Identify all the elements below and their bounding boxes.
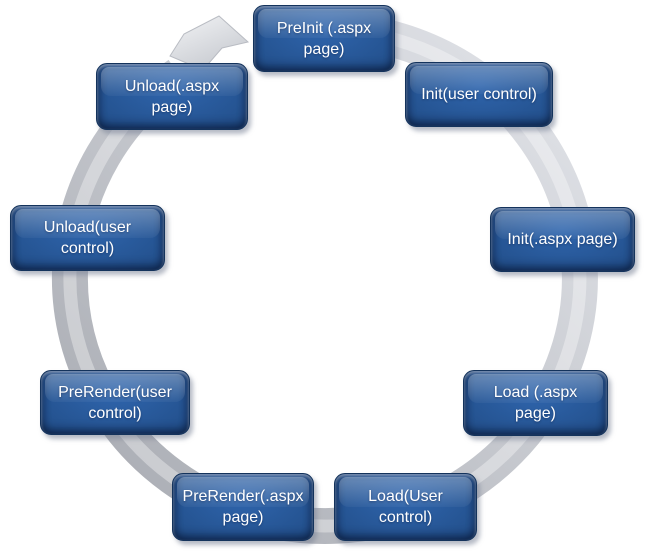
node-label: PreRender(.aspx page) (182, 488, 304, 526)
node-load-aspx: Load (.aspx page) (463, 370, 608, 436)
node-label: PreRender(user control) (58, 383, 172, 422)
node-load-user: Load(User control) (334, 473, 477, 541)
node-label: Load (.aspx page) (493, 384, 578, 422)
node-label: PreInit (.aspx page) (276, 19, 372, 58)
node-unload-aspx: Unload(.aspx page) (96, 63, 248, 130)
node-prerender-aspx: PreRender(.aspx page) (172, 473, 314, 541)
node-label: Init(user control) (421, 86, 537, 103)
node-prerender-user: PreRender(user control) (40, 370, 190, 435)
node-label: Unload(user control) (43, 219, 132, 257)
node-label: Init(.aspx page) (507, 231, 618, 248)
node-preinit-aspx: PreInit (.aspx page) (253, 5, 395, 72)
node-init-aspx: Init(.aspx page) (490, 207, 635, 272)
node-unload-user: Unload(user control) (10, 205, 165, 271)
node-init-user: Init(user control) (405, 62, 553, 127)
node-label: Unload(.aspx page) (124, 77, 220, 116)
clockwise-arrowhead-icon (169, 15, 250, 71)
node-label: Load(User control) (368, 488, 443, 526)
